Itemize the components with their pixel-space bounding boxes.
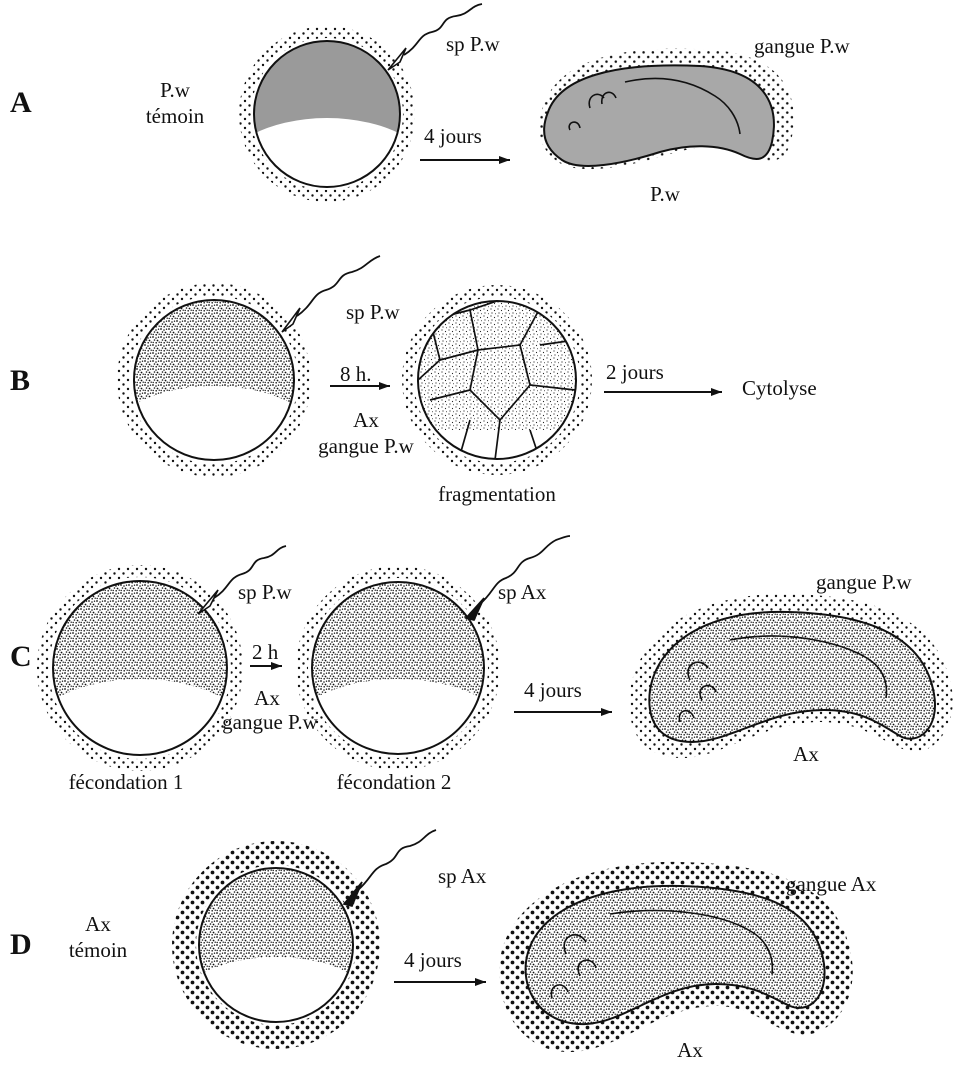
fertilization-2-label: fécondation 2	[337, 772, 452, 793]
pw-tadpole	[544, 65, 774, 166]
row-letter-b: B	[10, 366, 30, 396]
arrow-duration-label: 4 jours	[524, 680, 582, 701]
mid-label: Ax	[353, 410, 379, 431]
jelly-label: gangue P.w	[754, 36, 850, 57]
arrow-duration-label: 2 jours	[606, 362, 664, 383]
sperm-label: sp P.w	[346, 302, 400, 323]
row-a	[217, 4, 794, 242]
result-label: Cytolyse	[742, 378, 817, 399]
arrow-duration-label: 8 h.	[340, 364, 372, 385]
jelly-label: gangue Ax	[786, 874, 876, 895]
row-letter-c: C	[10, 642, 32, 672]
row-letter-d: D	[10, 930, 32, 960]
embryo-label: Ax	[677, 1040, 703, 1061]
sperm-icon	[466, 536, 570, 620]
mid-label: Ax	[254, 688, 280, 709]
embryo-label: Ax	[793, 744, 819, 765]
row-letter-a: A	[10, 88, 32, 118]
mid-jelly-label: gangue P.w	[318, 436, 414, 457]
fertilization-1-label: fécondation 1	[69, 772, 184, 793]
species-label: P.w	[160, 80, 190, 101]
arrow-duration-label: 4 jours	[424, 126, 482, 147]
embryo-label: P.w	[650, 184, 680, 205]
arrow-duration-label: 4 jours	[404, 950, 462, 971]
control-label: témoin	[146, 106, 204, 127]
species-label: Ax	[85, 914, 111, 935]
sperm-label: sp P.w	[446, 34, 500, 55]
jelly-label: gangue P.w	[816, 572, 912, 593]
fragmentation-label: fragmentation	[438, 484, 556, 505]
control-label: témoin	[69, 940, 127, 961]
row-d	[171, 830, 853, 1066]
sperm-label: sp Ax	[438, 866, 486, 887]
sperm-label: sp Ax	[498, 582, 546, 603]
mid-jelly-label: gangue P.w	[222, 712, 318, 733]
arrow-duration-label: 2 h	[252, 642, 278, 663]
sperm-label: sp P.w	[238, 582, 292, 603]
